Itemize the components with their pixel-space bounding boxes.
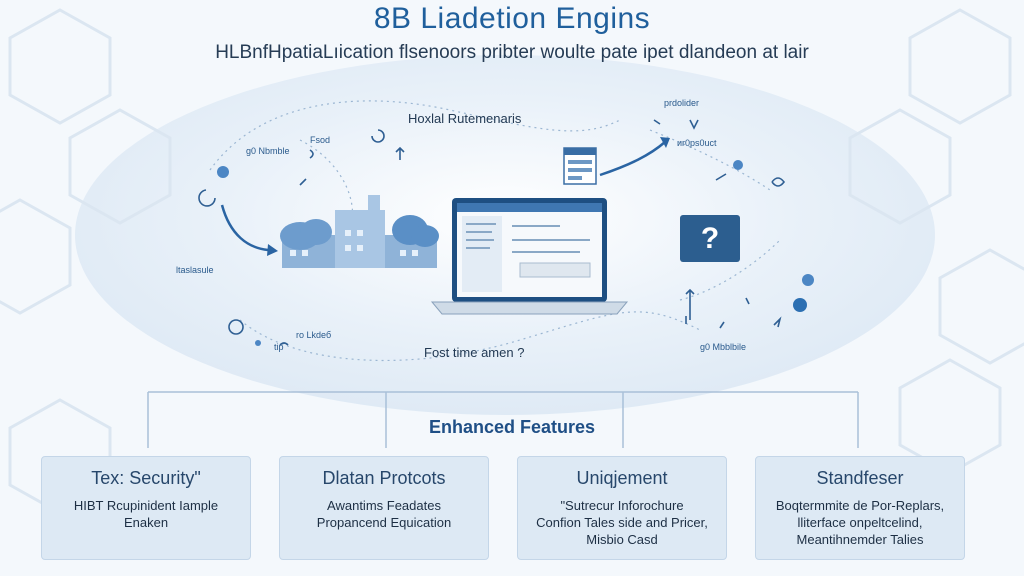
arrow-head-left-icon — [267, 244, 278, 256]
small-label-4: tip — [274, 342, 284, 352]
browser-window-icon — [563, 147, 597, 185]
small-label-1: g0 Nbmblе — [246, 146, 290, 156]
arrow-right-icon — [599, 141, 666, 177]
features-heading: Enhanced Features — [428, 417, 596, 437]
feature-card-uniqjement: Uniqjement "Sutrecur Inforochure Confion… — [517, 456, 727, 560]
leaf-icon — [771, 177, 786, 187]
question-box — [680, 215, 740, 262]
page-subtitle: HLBnfHpatiaLıication flsenoors pribter w… — [215, 42, 809, 63]
refresh-icon — [198, 189, 216, 207]
feature-card-title: Tex: Security" — [91, 468, 201, 488]
up-arrow-icon — [395, 146, 405, 160]
sync-icon — [371, 129, 385, 143]
feature-card-line: Meantihnemder Talies — [796, 532, 924, 547]
diagram-bottom-label: Fost time amen ? — [424, 345, 525, 360]
page-title: 8B Liadetion Engins — [373, 2, 651, 35]
feature-card-line: Propancend Equication — [316, 515, 452, 530]
feature-card-description: Boqtermmite de Por-Replars, lliterface o… — [756, 497, 964, 548]
feature-card-line: Confion Tales side and Pricer, — [536, 515, 708, 530]
pen-icon — [715, 173, 727, 181]
question-icon: ? — [700, 222, 720, 255]
cloud-building-icon — [280, 195, 439, 268]
feature-card-description: HIBT Rcupinident Iample Enaken — [42, 497, 250, 531]
small-label-3: rо Lkdeб — [296, 330, 332, 340]
gear-icon — [793, 298, 807, 312]
feature-card-security: Tex: Security" HIBT Rcupinident Iample E… — [41, 456, 251, 560]
feature-card-line: HIBT Rcupinident Iample — [73, 498, 219, 513]
small-label-7: иr0рs0uct — [677, 138, 717, 148]
search-ring-icon — [228, 319, 244, 335]
feature-card-standfeser: Standfeser Boqtermmite de Por-Replars, l… — [755, 456, 965, 560]
scattered-icons — [198, 119, 814, 346]
feature-card-line: "Sutrecur Inforochure — [560, 498, 684, 513]
flow-arrows — [220, 141, 666, 252]
up-arrow-icon-2 — [685, 288, 695, 320]
feature-card-line: lliterface onpeltcelind, — [797, 515, 923, 530]
hexagon-pattern — [0, 8, 1024, 515]
small-label-6: prdolider — [664, 98, 700, 108]
shield-icon — [689, 119, 699, 130]
feature-card-protocols: Dlatan Protcots Awantims Feadates Propan… — [279, 456, 489, 560]
diagram-top-label: Hoxlal Rutemenaris — [408, 111, 522, 126]
laptop-icon — [430, 198, 629, 315]
feature-card-line: Enaken — [123, 515, 169, 530]
flow-paths — [209, 100, 781, 362]
arrow-left-icon — [220, 204, 269, 252]
feature-card-title: Uniqjement — [576, 468, 668, 488]
feature-connectors — [147, 391, 859, 448]
small-label-8: g0 Mbblbile — [700, 342, 747, 352]
small-label-5: Fsod — [310, 135, 331, 145]
feature-card-title: Standfeser — [816, 468, 904, 488]
feature-card-line: Awantims Feadates — [327, 498, 441, 513]
feature-card-line: Boqtermmite de Por-Replars, — [775, 498, 945, 513]
arrow-head-right-icon — [660, 137, 670, 148]
feature-card-description: "Sutrecur Inforochure Confion Tales side… — [518, 497, 726, 548]
feature-card-title: Dlatan Protcots — [322, 468, 446, 488]
small-label-2: ltaslasule — [176, 265, 214, 275]
node-dot-icon — [217, 166, 229, 178]
feature-card-description: Awantims Feadates Propancend Equication — [280, 497, 488, 531]
feature-card-line: Misbio Casd — [586, 532, 658, 547]
